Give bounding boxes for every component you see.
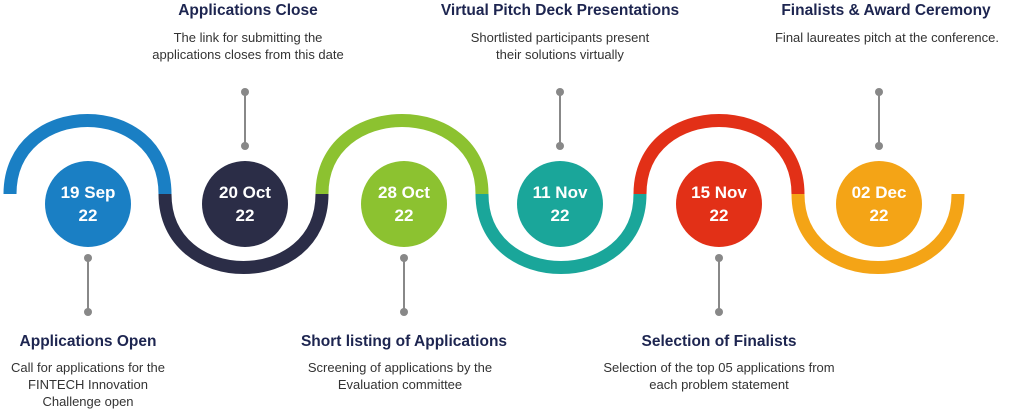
milestone-title-3: Short listing of Applications — [300, 333, 508, 350]
wave-segment-teal — [475, 193, 647, 274]
date-circle-1-line2: 22 — [78, 206, 98, 225]
milestone-desc-1: Call for applications for the FINTECH In… — [0, 359, 176, 410]
date-circle-6-line2: 22 — [869, 206, 889, 225]
date-circle-1: 19 Sep 22 — [45, 161, 131, 247]
date-circle-1-line1: 19 Sep — [60, 183, 116, 202]
connector-1 — [84, 254, 92, 316]
wave-segment-green — [315, 114, 489, 195]
desc-line: Evaluation committee — [337, 377, 463, 392]
connector-5 — [715, 254, 723, 316]
date-circle-5: 15 Nov 22 — [676, 161, 762, 247]
date-circle-4-line2: 22 — [550, 206, 570, 225]
date-circle-2-line1: 20 Oct — [219, 183, 271, 202]
desc-line: Shortlisted participants present — [470, 30, 650, 45]
milestone-title-4: Virtual Pitch Deck Presentations — [440, 2, 680, 19]
date-circle-5-line1: 15 Nov — [691, 183, 747, 202]
desc-line: The link for submitting the — [173, 30, 323, 45]
milestone-desc-5: Selection of the top 05 applications fro… — [574, 359, 864, 393]
desc-line: each problem statement — [649, 377, 789, 392]
milestone-title-2: Applications Close — [178, 2, 318, 19]
date-circle-5-line2: 22 — [709, 206, 729, 225]
desc-line: Final laureates pitch at the conference. — [774, 30, 1000, 45]
date-circle-3-line2: 22 — [394, 206, 414, 225]
desc-line: Screening of applications by the — [307, 360, 493, 375]
wave-segment-red — [633, 114, 805, 195]
milestone-title-6: Finalists & Award Ceremony — [781, 2, 991, 19]
connector-2 — [241, 88, 249, 150]
date-circle-4: 11 Nov 22 — [517, 161, 603, 247]
milestone-title-1: Applications Open — [19, 333, 157, 350]
date-circle-2-line2: 22 — [235, 206, 255, 225]
connector-3 — [400, 254, 408, 316]
date-circle-2: 20 Oct 22 — [202, 161, 288, 247]
desc-line: their solutions virtually — [496, 47, 624, 62]
date-circle-3-line1: 28 Oct — [378, 183, 430, 202]
milestone-desc-6: Final laureates pitch at the conference. — [754, 29, 1020, 46]
desc-line: Selection of the top 05 applications fro… — [603, 360, 835, 375]
date-circle-4-line1: 11 Nov — [532, 183, 588, 202]
wave-segment-navy — [158, 193, 329, 274]
desc-line: Challenge open — [42, 394, 134, 409]
milestone-title-5: Selection of Finalists — [641, 333, 797, 350]
milestone-desc-2: The link for submitting the applications… — [118, 29, 378, 63]
wave-segment-orange — [791, 193, 965, 274]
milestone-desc-3: Screening of applications by the Evaluat… — [280, 359, 520, 393]
date-circle-6-line1: 02 Dec — [851, 183, 907, 202]
date-circle-6: 02 Dec 22 — [836, 161, 922, 247]
desc-line: Call for applications for the — [11, 360, 165, 375]
connector-6 — [875, 88, 883, 150]
wave-segment-blue — [3, 114, 172, 195]
desc-line: applications closes from this date — [152, 47, 344, 62]
milestone-desc-4: Shortlisted participants present their s… — [440, 29, 680, 63]
connector-4 — [556, 88, 564, 150]
desc-line: FINTECH Innovation — [28, 377, 148, 392]
date-circle-3: 28 Oct 22 — [361, 161, 447, 247]
